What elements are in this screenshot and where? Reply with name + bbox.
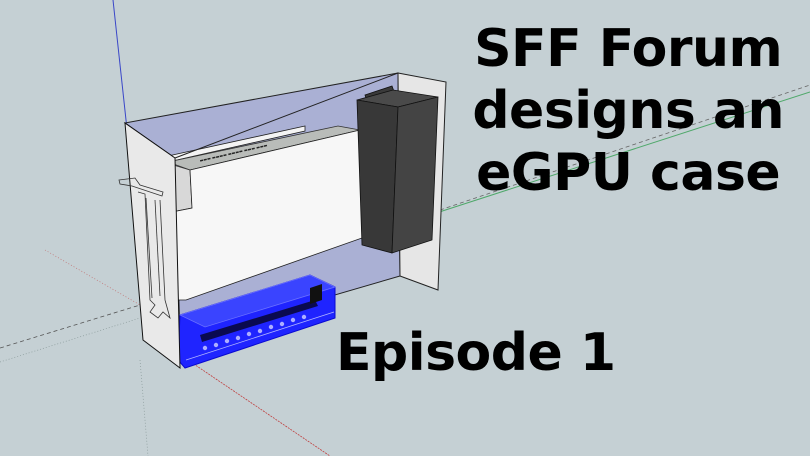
black-dashed-guide bbox=[0, 304, 141, 349]
episode-label: Episode 1 bbox=[336, 323, 616, 383]
pcie-bracket-panel bbox=[124, 121, 181, 370]
black-dashed-guide-upper bbox=[439, 84, 810, 211]
title-line-1: SFF Forum bbox=[474, 19, 783, 79]
title-line-2: designs an bbox=[472, 81, 784, 141]
title-line-3: eGPU case bbox=[476, 143, 781, 203]
vertical-dotted-guide bbox=[139, 359, 149, 456]
green-axis-line bbox=[429, 91, 810, 216]
red-axis-line bbox=[175, 351, 331, 456]
red-axis-dotted bbox=[44, 249, 141, 306]
pcie-slot-bracket bbox=[118, 177, 171, 320]
video-title: SFF Forum designs an eGPU case bbox=[472, 18, 784, 204]
power-supply-side bbox=[391, 96, 439, 254]
dotted-guide-lower bbox=[0, 317, 141, 363]
power-supply bbox=[356, 99, 399, 254]
pcie-riser-board bbox=[177, 274, 337, 369]
